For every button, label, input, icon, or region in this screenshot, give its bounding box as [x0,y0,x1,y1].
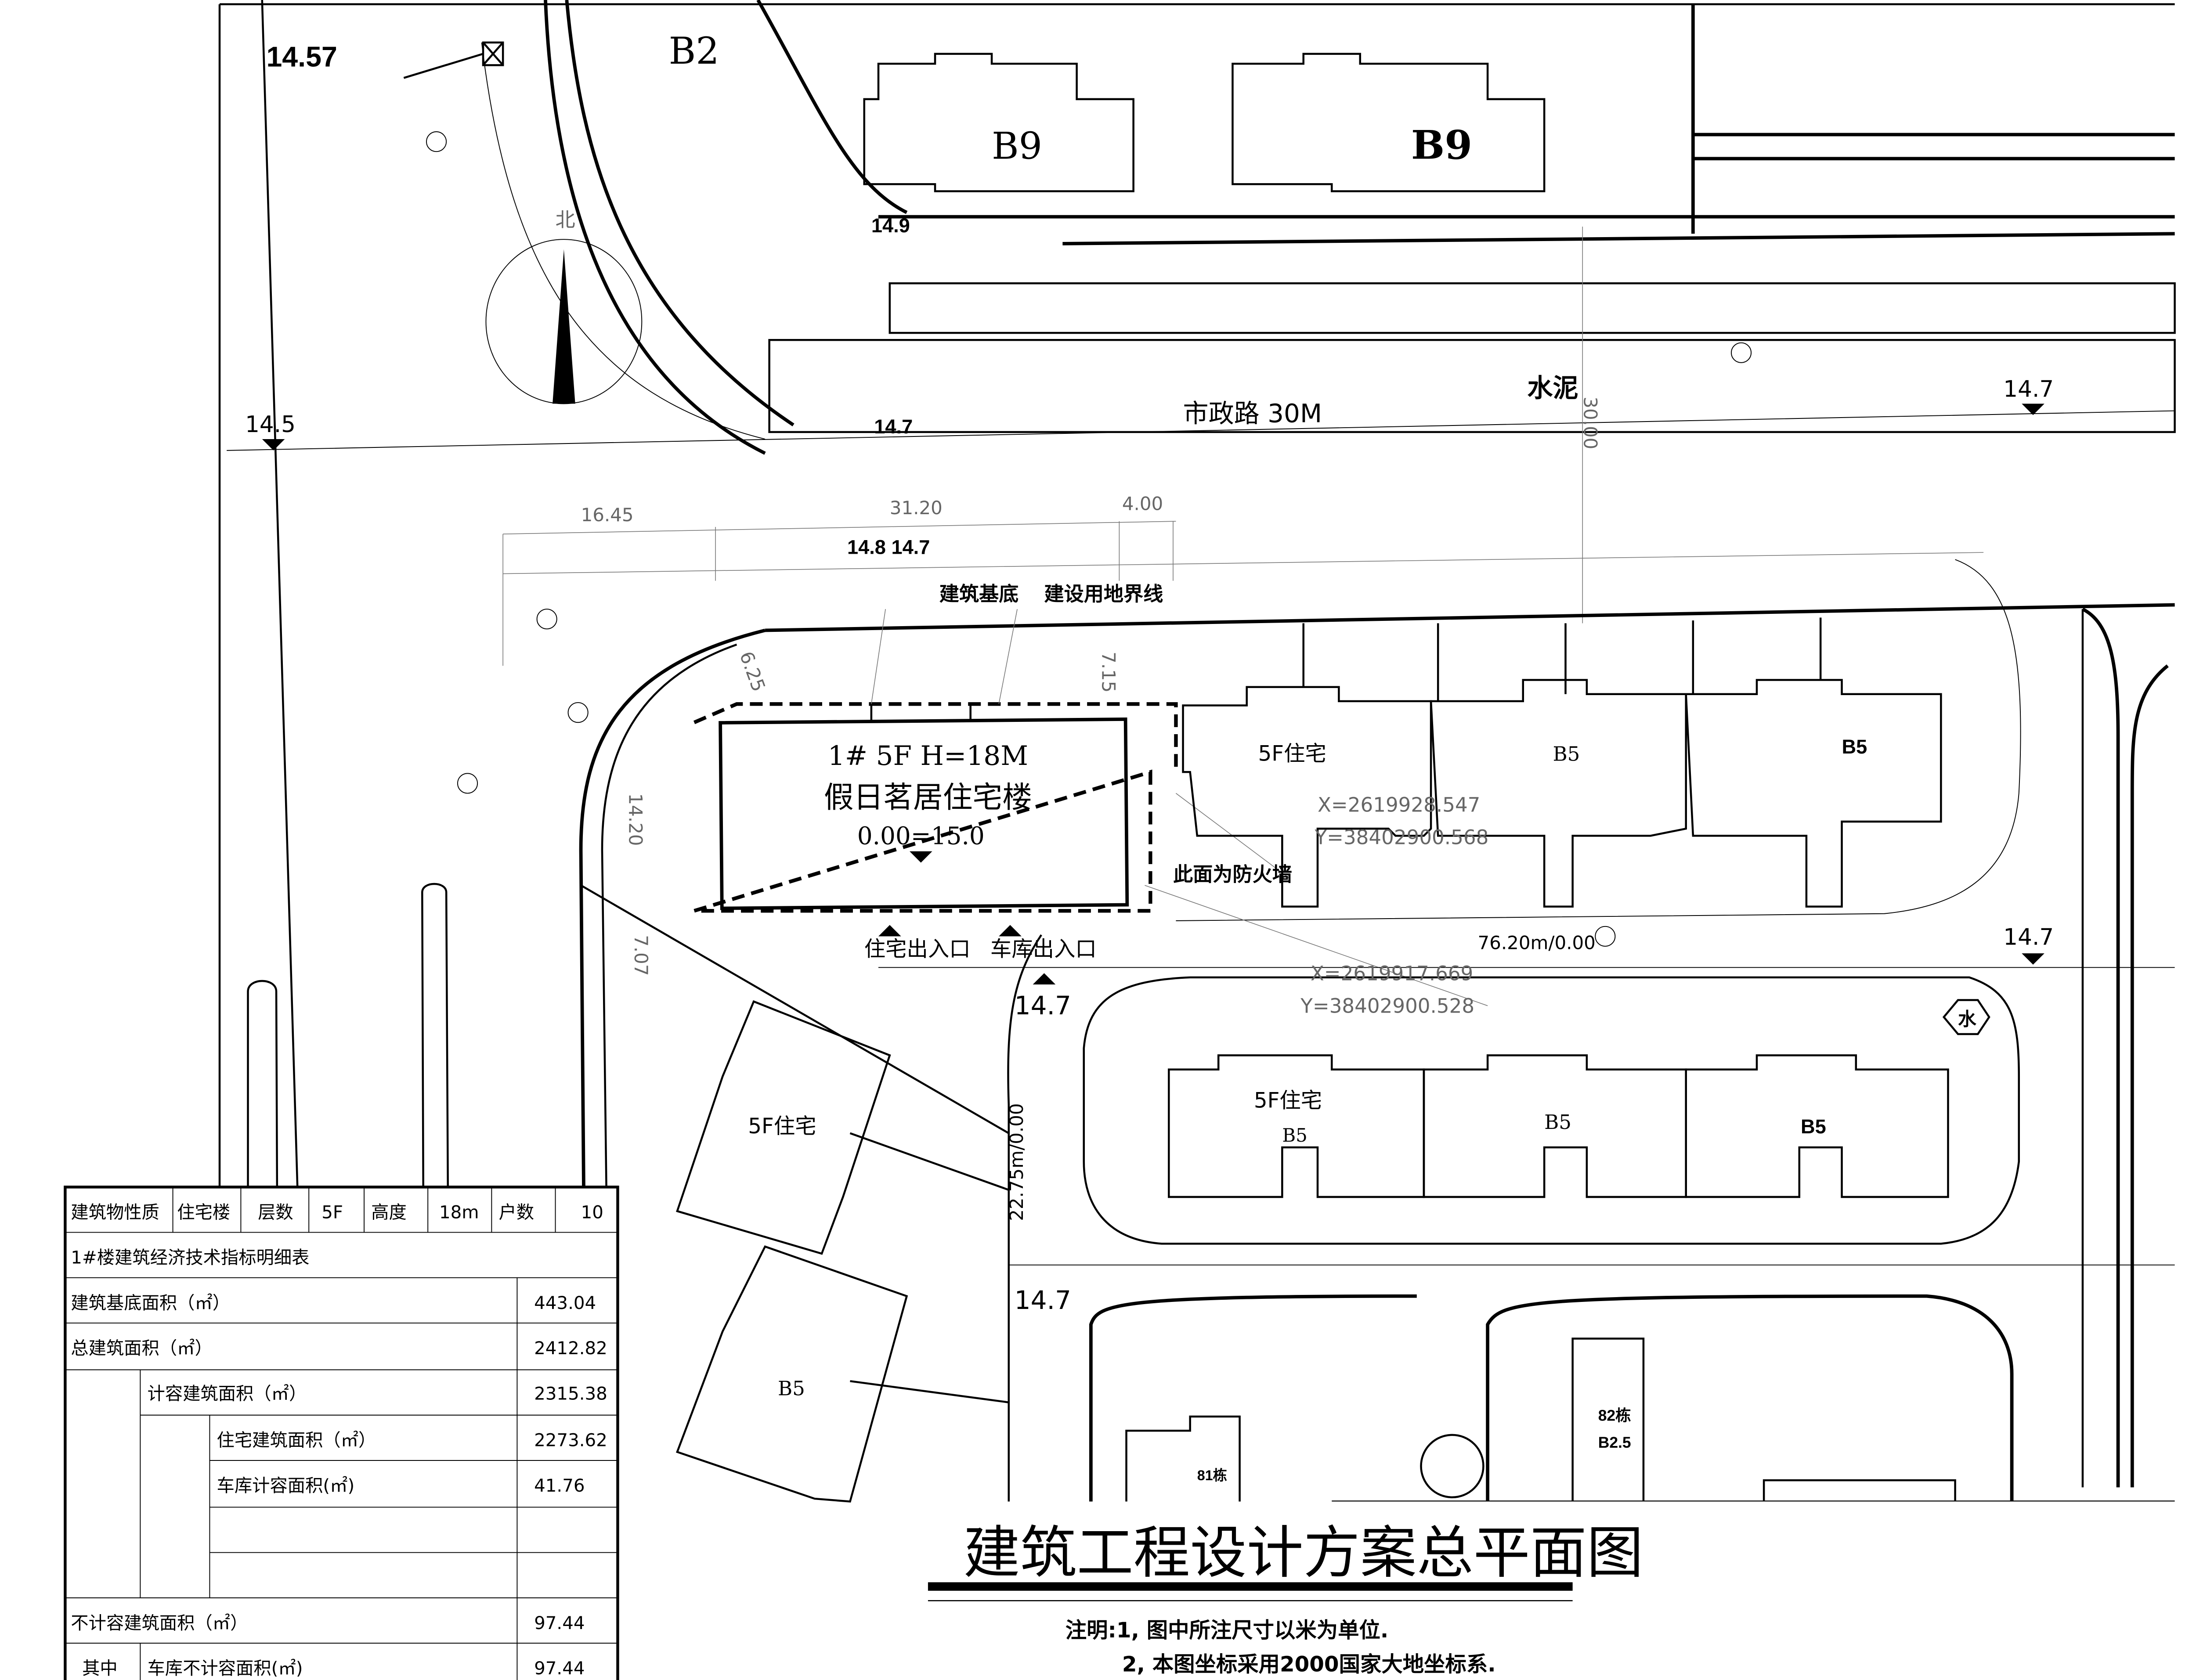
row-value-res-area: 2273.62 [534,1430,607,1451]
coord-y2: Y=38402900.528 [1300,995,1474,1018]
coord-x2: X=2619917.669 [1311,962,1473,985]
elev-145: 14.5 [245,411,296,438]
label-residential-entry: 住宅出入口 [864,937,971,962]
row-value-non-far: 97.44 [534,1613,585,1633]
table-header-cell: 户数 [498,1202,534,1222]
label-b5-f: B5 [778,1377,805,1400]
label-building-base: 建筑基底 [939,582,1019,606]
label-b5-d: B5 [1544,1110,1571,1134]
row-label-base-area: 建筑基底面积（㎡） [71,1293,230,1313]
table-header-cell: 高度 [371,1202,407,1222]
elev-148-147: 14.8 14.7 [847,536,930,558]
north-label: 北 [556,208,575,231]
label-res5f-c: 5F住宅 [748,1114,816,1139]
row-value-garage-non-far: 97.44 [534,1658,585,1679]
plan-labels: B2 B9 B9 14.57 14.9 14.5 14.7 14.7 14.8 … [245,29,2054,1483]
label-res5f-a: 5F住宅 [1258,741,1326,766]
dim-1420: 14.20 [625,793,646,846]
road-slope-vertical: 22.75m/0.00 [1006,1103,1027,1221]
note-1: 注明:1, 图中所注尺寸以米为单位. [1065,1618,1388,1643]
title-block: 建筑工程设计方案总平面图 注明:1, 图中所注尺寸以米为单位. 2, 本图坐标采… [928,1501,2196,1680]
label-b2: B2 [669,29,719,72]
elev-147-right-top: 14.7 [2003,376,2054,402]
table-header-cell: 5F [321,1202,343,1222]
label-b5-e: B5 [1801,1115,1826,1138]
note-2: 2, 本图坐标采用2000国家大地坐标系. [1122,1652,1496,1677]
label-garage-entry: 车库出入口 [990,937,1097,962]
road-label: 市政路 30M [1183,398,1322,428]
label-b5-a: B5 [1553,742,1580,765]
label-b5-c: B5 [1282,1125,1307,1146]
dim-715: 7.15 [1098,652,1120,692]
elev-149: 14.9 [871,214,910,237]
label-b81: 81栋 [1197,1467,1227,1483]
dim-707: 7.07 [630,935,652,976]
row-value-garage-far: 41.76 [534,1475,585,1496]
dim-3120: 31.20 [890,497,943,519]
row-label-far-area: 计容建筑面积（㎡） [147,1383,307,1404]
label-b9-right: B9 [1411,122,1472,168]
dim-1645: 16.45 [581,504,634,526]
row-label-res-area: 住宅建筑面积（㎡） [217,1430,376,1451]
elev-1457: 14.57 [266,41,337,73]
elev-147-lower: 14.7 [1015,1285,1071,1315]
table-header-cell: 住宅楼 [177,1202,230,1222]
label-site-boundary: 建设用地界线 [1044,582,1163,606]
row-label-non-far: 不计容建筑面积（㎡） [71,1613,248,1633]
row-value-far-area: 2315.38 [534,1383,607,1404]
road-slope-horizontal: 76.20m/0.00 [1478,932,1596,953]
dim-625: 6.25 [735,649,769,694]
row-value-base-area: 443.04 [534,1293,596,1313]
label-b9-left: B9 [992,124,1042,167]
coord-x1: X=2619928.547 [1318,793,1480,816]
elev-147-right-mid: 14.7 [2003,924,2054,951]
building-1-name: 假日茗居住宅楼 [824,780,1032,815]
table-header-cell: 层数 [258,1202,293,1222]
building-1-elevation: 0.00=15.0 [857,822,985,850]
elev-147-road: 14.7 [874,415,913,438]
label-res5f-b: 5F住宅 [1254,1089,1322,1113]
cement-label: 水泥 [1527,374,1578,402]
dim-3000: 30.00 [1579,397,1601,449]
row-value-total-area: 2412.82 [534,1338,607,1359]
drawing-title: 建筑工程设计方案总平面图 [964,1520,1643,1586]
table-header-cell: 建筑物性质 [71,1202,159,1222]
label-b82: 82栋 [1598,1407,1631,1424]
dim-400: 4.00 [1122,493,1163,514]
label-b825: B2.5 [1598,1434,1631,1451]
elev-147-entry: 14.7 [1015,991,1071,1020]
plan-linework [218,0,2176,1680]
label-water: 水 [1958,1009,1977,1030]
building-1-spec: 1# 5F H=18M [828,740,1028,772]
table-header-cell: 10 [581,1202,603,1222]
coord-y1: Y=38402900.568 [1315,826,1489,849]
table-title: 1#楼建筑经济技术指标明细表 [71,1247,309,1268]
row-label-garage-non-far: 车库不计容面积(㎡) [147,1658,303,1679]
label-firewall: 此面为防火墙 [1173,863,1292,886]
label-b5-b: B5 [1842,735,1867,758]
table-header-cell: 18m [439,1202,479,1222]
row-label-among: 其中 [82,1658,118,1679]
indicator-table: 建筑物性质 住宅楼 层数 5F 高度 18m 户数 10 1#楼建筑经济技术指标… [64,1186,619,1680]
row-label-garage-far: 车库计容面积(㎡) [217,1475,355,1496]
row-label-total-area: 总建筑面积（㎡） [71,1338,213,1359]
